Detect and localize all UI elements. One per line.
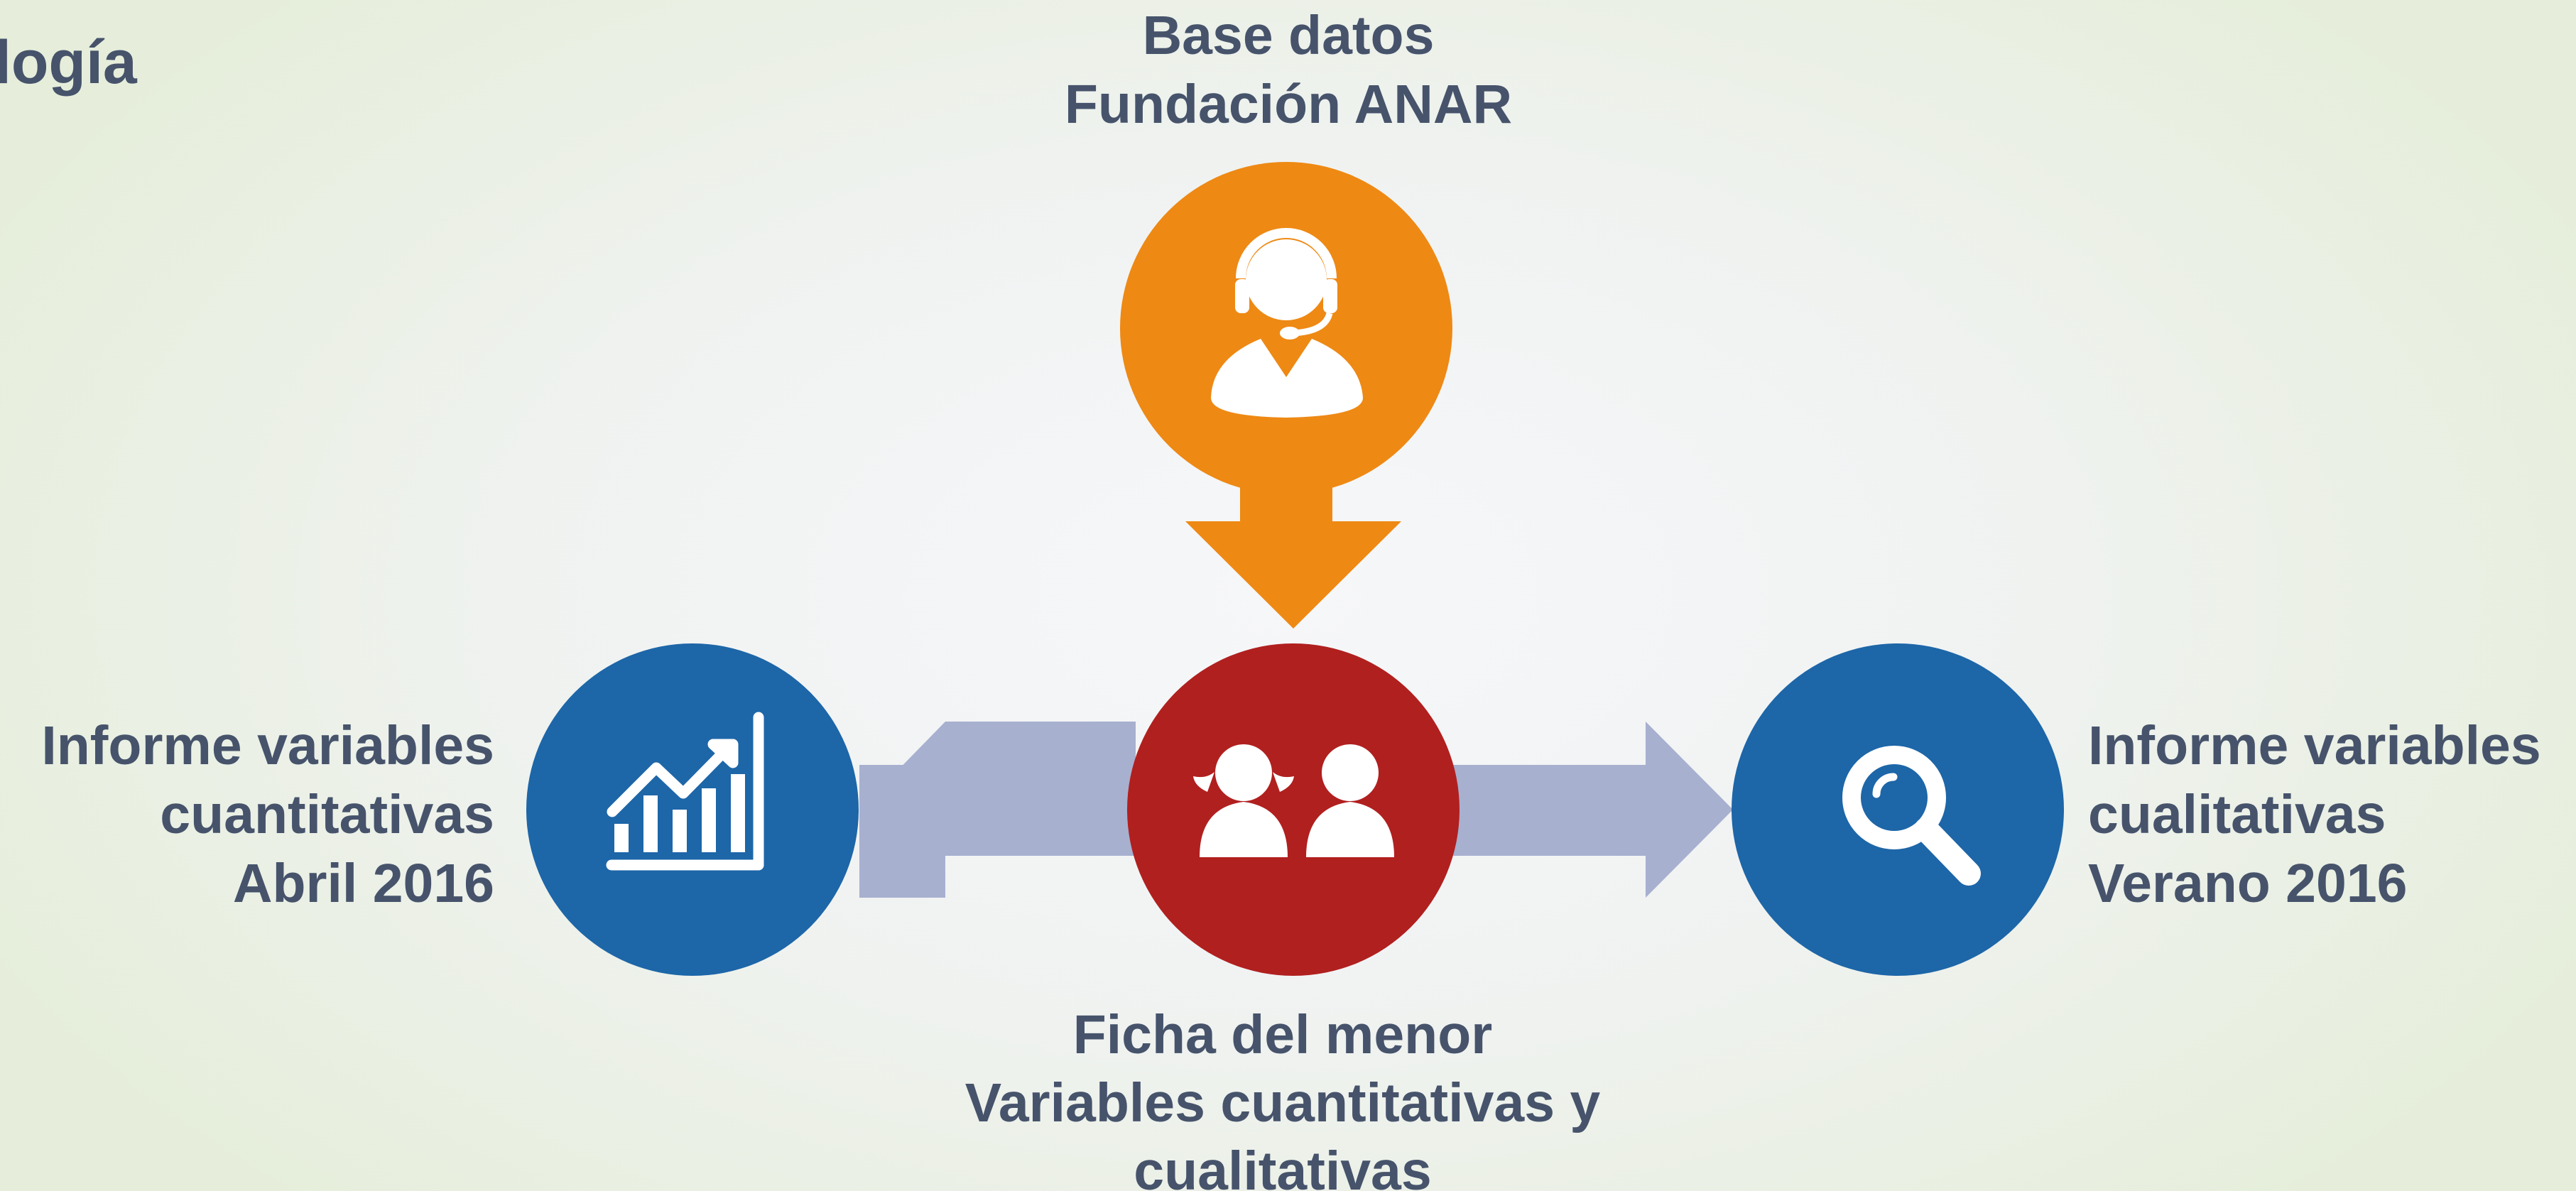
left-label-line-2: cuantitativas [160,784,494,845]
center-label-line-3: cualitativas [1134,1141,1432,1191]
center-label-line-2: Variables cuantitativas y [964,1072,1601,1133]
right-label-line-2: cualitativas [2088,784,2386,845]
call-center-agent-icon [1211,228,1363,418]
source-label-line-2: Fundación ANAR [1064,74,1513,135]
right-label-line-3: Verano 2016 [2088,853,2408,914]
left-label: Informe variables cuantitativas Abril 20… [14,712,494,918]
source-label-line-1: Base datos [1142,5,1435,66]
left-label-line-3: Abril 2016 [232,853,494,914]
right-label-line-1: Informe variables [2088,715,2541,776]
two-people-icon [1193,744,1394,857]
source-label: Base datos Fundación ANAR [999,1,1578,139]
source-node [1120,162,1452,629]
center-node [1127,643,1460,976]
left-node [526,643,859,976]
bar-chart-growth-icon [606,712,764,871]
magnifier-icon [1842,746,1981,886]
page-title: logía [0,28,137,97]
left-label-line-1: Informe variables [41,715,494,776]
down-arrow [1185,455,1401,629]
center-label-line-1: Ficha del menor [1072,1004,1493,1065]
right-arrow [1445,722,1733,898]
right-node [1732,643,2064,976]
left-arrow-shape [859,722,1136,898]
center-label: Ficha del menor Variables cuantitativas … [878,1001,1688,1191]
right-label: Informe variables cualitativas Verano 20… [2088,712,2571,918]
